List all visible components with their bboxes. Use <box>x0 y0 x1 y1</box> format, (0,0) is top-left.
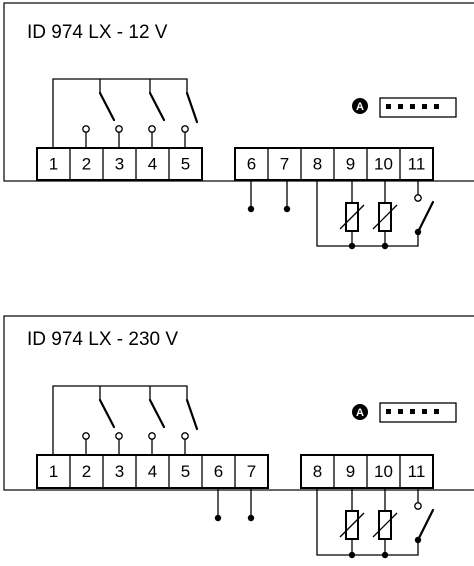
terminal-10: 10 <box>374 155 393 174</box>
external-wiring-12v <box>247 180 435 250</box>
terminal-3: 3 <box>115 462 124 481</box>
connector-badge-230v <box>352 404 368 420</box>
terminal-block-12v-left: 1 2 3 4 5 <box>36 147 203 181</box>
connector-badge-label-230v: A <box>356 407 364 419</box>
terminal-8: 8 <box>313 155 322 174</box>
terminal-9: 9 <box>346 462 355 481</box>
diagram-12v: ID 974 LX - 12 V A <box>3 2 474 250</box>
terminal-1: 1 <box>49 155 58 174</box>
terminal-11: 11 <box>408 462 426 481</box>
diagram-230v: ID 974 LX - 230 V A <box>3 315 474 559</box>
terminal-4: 4 <box>148 462 157 481</box>
terminal-1: 1 <box>49 462 58 481</box>
connector-badge-label-12v: A <box>356 101 364 113</box>
terminal-7: 7 <box>247 462 256 481</box>
relay-wiring-230v <box>52 385 199 455</box>
terminal-11: 11 <box>408 155 426 174</box>
terminal-4: 4 <box>148 155 157 174</box>
relay-wiring-12v <box>52 78 199 148</box>
programming-connector-12v <box>379 97 457 118</box>
terminal-10: 10 <box>374 462 393 481</box>
terminal-2: 2 <box>82 462 91 481</box>
terminal-7: 7 <box>280 155 289 174</box>
terminal-3: 3 <box>115 155 124 174</box>
diagram-title-230v: ID 974 LX - 230 V <box>27 329 178 350</box>
terminal-6: 6 <box>214 462 223 481</box>
diagram-title-12v: ID 974 LX - 12 V <box>27 22 168 43</box>
terminal-5: 5 <box>181 462 190 481</box>
programming-connector-230v <box>379 402 457 423</box>
terminal-5: 5 <box>181 155 190 174</box>
connector-badge-12v <box>352 98 368 114</box>
terminal-block-230v-left: 1 2 3 4 5 6 7 <box>36 454 269 489</box>
terminal-2: 2 <box>82 155 91 174</box>
terminal-6: 6 <box>247 155 256 174</box>
terminal-block-230v-right: 8 9 10 11 <box>300 454 434 489</box>
terminal-9: 9 <box>346 155 355 174</box>
terminal-8: 8 <box>313 462 322 481</box>
external-wiring-230v <box>214 488 435 559</box>
terminal-block-12v-right: 6 7 8 9 10 11 <box>234 147 434 181</box>
